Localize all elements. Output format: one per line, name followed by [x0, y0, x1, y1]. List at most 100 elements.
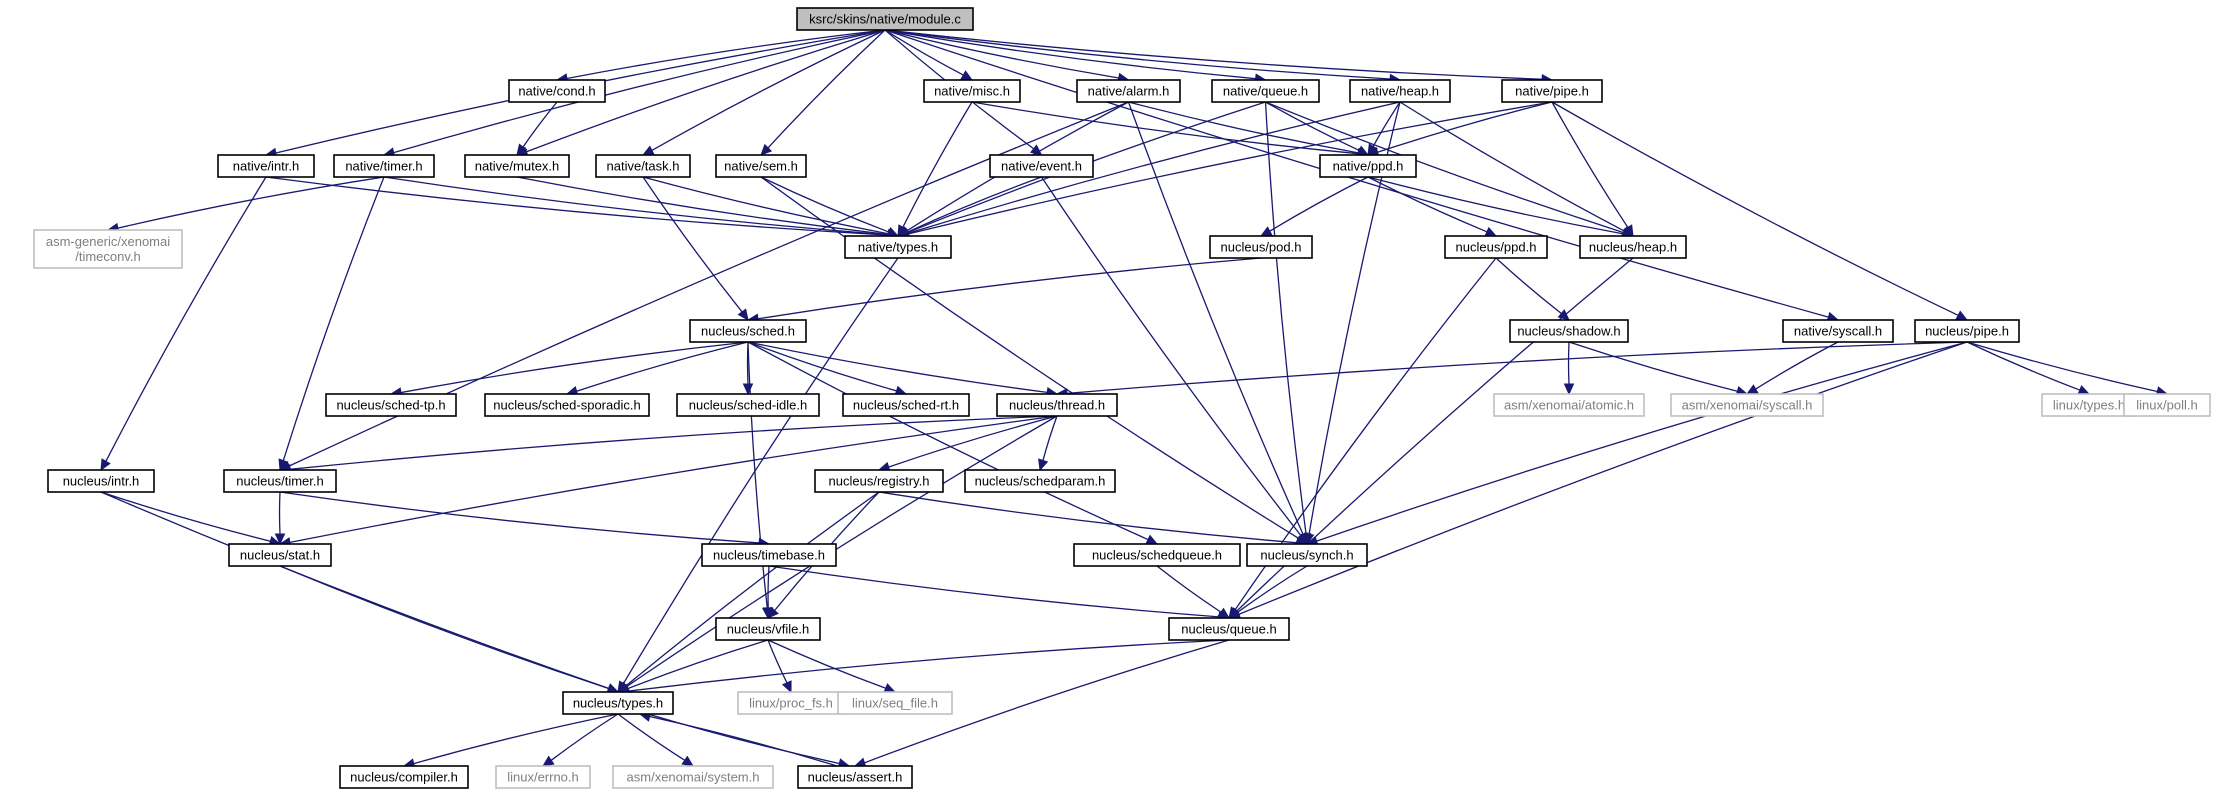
node-native-sem[interactable]: native/sem.h [715, 154, 807, 178]
node-box [689, 319, 807, 343]
edge-module_c-to-native_queue [884, 29, 1256, 80]
edge-arrowhead [1217, 607, 1230, 619]
node-native-alarm[interactable]: native/alarm.h [1076, 79, 1181, 103]
node-native-cond[interactable]: native/cond.h [508, 79, 606, 103]
node-label: native/alarm.h [1088, 84, 1170, 99]
node-native-ppd[interactable]: native/ppd.h [1319, 154, 1417, 178]
node-nucleus-assert[interactable]: nucleus/assert.h [797, 765, 913, 789]
node-native-syscall[interactable]: native/syscall.h [1782, 319, 1894, 343]
node-native-queue[interactable]: native/queue.h [1211, 79, 1320, 103]
node-nucleus-stat[interactable]: nucleus/stat.h [228, 543, 332, 567]
node-nucleus-synch[interactable]: nucleus/synch.h [1246, 543, 1368, 567]
node-nucleus-intr[interactable]: nucleus/intr.h [47, 469, 155, 493]
node-box [989, 154, 1094, 178]
node-label: nucleus/pipe.h [1925, 324, 2009, 339]
node-box [923, 79, 1021, 103]
edge-nucleus_pipe-to-nucleus_thread [1066, 341, 1968, 395]
node-box [1209, 235, 1313, 259]
node-box [508, 79, 606, 103]
node-linux-errno: linux/errno.h [495, 765, 591, 789]
node-native-types[interactable]: native/types.h [844, 235, 952, 259]
node-box [715, 617, 821, 641]
node-label: ksrc/skins/native/module.c [809, 12, 961, 27]
node-label: nucleus/sched-rt.h [853, 398, 959, 413]
node-nucleus-sched[interactable]: nucleus/sched.h [689, 319, 807, 343]
node-nucleus-shadow[interactable]: nucleus/shadow.h [1509, 319, 1629, 343]
node-nucleus-vfile[interactable]: nucleus/vfile.h [715, 617, 821, 641]
node-sched-idle[interactable]: nucleus/sched-idle.h [676, 393, 820, 417]
edge-nucleus_schedqueue-to-nucleus_queue [1156, 565, 1222, 613]
node-label: nucleus/schedqueue.h [1092, 548, 1222, 563]
edge-native_pipe-to-native_types [907, 101, 1553, 235]
edge-nucleus_shadow-to-asm_syscall [1568, 341, 1738, 392]
node-box [676, 393, 820, 417]
edge-arrowhead [1038, 458, 1049, 472]
node-label: asm/xenomai/atomic.h [1504, 398, 1634, 413]
edge-native_queue-to-nucleus_heap [1265, 101, 1624, 234]
node-native-task[interactable]: native/task.h [595, 154, 691, 178]
node-nucleus-timer[interactable]: nucleus/timer.h [223, 469, 337, 493]
node-linux-proc-fs: linux/proc_fs.h [737, 691, 845, 715]
edge-native_intr-to-native_types [265, 176, 889, 236]
node-nucleus-registry[interactable]: nucleus/registry.h [814, 469, 944, 493]
edge-arrowhead [274, 533, 286, 546]
node-sched-rt[interactable]: nucleus/sched-rt.h [842, 393, 970, 417]
node-nucleus-schedparam[interactable]: nucleus/schedparam.h [964, 469, 1116, 493]
node-nucleus-types[interactable]: nucleus/types.h [562, 691, 674, 715]
node-native-mutex[interactable]: native/mutex.h [464, 154, 570, 178]
node-native-event[interactable]: native/event.h [989, 154, 1094, 178]
node-sched-sporadic[interactable]: nucleus/sched-sporadic.h [484, 393, 650, 417]
node-nucleus-pod[interactable]: nucleus/pod.h [1209, 235, 1313, 259]
node-label: nucleus/sched-tp.h [336, 398, 445, 413]
node-label: nucleus/thread.h [1009, 398, 1105, 413]
edge-nucleus_intr-to-nucleus_types [100, 491, 609, 690]
node-nucleus-ppd[interactable]: nucleus/ppd.h [1444, 235, 1548, 259]
node-box [1349, 79, 1451, 103]
edge-module_c-to-native_misc [884, 29, 964, 76]
edge-nucleus_synch-to-nucleus_queue [1236, 565, 1308, 613]
edge-arrowhead [1745, 384, 1759, 395]
edge-arrowhead [883, 683, 897, 693]
node-nucleus-pipe[interactable]: nucleus/pipe.h [1914, 319, 2020, 343]
node-label: native/mutex.h [475, 159, 560, 174]
node-native-pipe[interactable]: native/pipe.h [1501, 79, 1603, 103]
node-nucleus-heap[interactable]: nucleus/heap.h [1579, 235, 1687, 259]
node-nucleus-queue[interactable]: nucleus/queue.h [1168, 617, 1290, 641]
edge-native_cond-to-native_mutex [522, 101, 558, 148]
node-nucleus-schedqueue[interactable]: nucleus/schedqueue.h [1073, 543, 1241, 567]
node-label: native/cond.h [518, 84, 595, 99]
edge-arrowhead [100, 458, 111, 472]
node-box [1073, 543, 1241, 567]
node-linux-types: linux/types.h [2041, 393, 2137, 417]
edge-native_heap-to-native_types [907, 101, 1401, 235]
edge-nucleus_vfile-to-linux_seq_file [767, 639, 886, 689]
node-native-heap[interactable]: native/heap.h [1349, 79, 1451, 103]
node-nucleus-timebase[interactable]: nucleus/timebase.h [701, 543, 837, 567]
edge-module_c-to-native_sem [767, 29, 886, 149]
edge-nucleus_registry-to-nucleus_types [625, 491, 880, 687]
node-native-timer[interactable]: native/timer.h [333, 154, 435, 178]
node-label: nucleus/synch.h [1260, 548, 1353, 563]
node-label: nucleus/timer.h [236, 474, 323, 489]
edge-nucleus_timer-to-nucleus_timebase [279, 491, 760, 544]
edge-native_alarm-to-nucleus_synch [1127, 101, 1304, 535]
edge-arrowhead [1955, 310, 1969, 321]
node-sched-tp[interactable]: nucleus/sched-tp.h [325, 393, 457, 417]
node-box [1246, 543, 1368, 567]
node-module-c[interactable]: ksrc/skins/native/module.c [796, 7, 974, 31]
node-nucleus-compiler[interactable]: nucleus/compiler.h [339, 765, 469, 789]
node-native-intr[interactable]: native/intr.h [217, 154, 315, 178]
edge-native_pipe-to-nucleus_pipe [1551, 101, 1959, 316]
edge-nucleus_assert-to-nucleus_types [649, 715, 838, 767]
edge-native_timer-to-native_types [383, 176, 889, 236]
edge-nucleus_sched-to-nucleus_schedqueue [747, 341, 1149, 541]
edge-native_event-to-native_types [906, 176, 1042, 233]
node-label: nucleus/sched.h [701, 324, 795, 339]
node-nucleus-thread[interactable]: nucleus/thread.h [996, 393, 1118, 417]
node-native-misc[interactable]: native/misc.h [923, 79, 1021, 103]
node-box [837, 691, 953, 715]
node-box [339, 765, 469, 789]
edge-arrowhead [886, 227, 900, 237]
edge-native_misc-to-native_types [902, 101, 973, 228]
node-box [1493, 393, 1645, 417]
